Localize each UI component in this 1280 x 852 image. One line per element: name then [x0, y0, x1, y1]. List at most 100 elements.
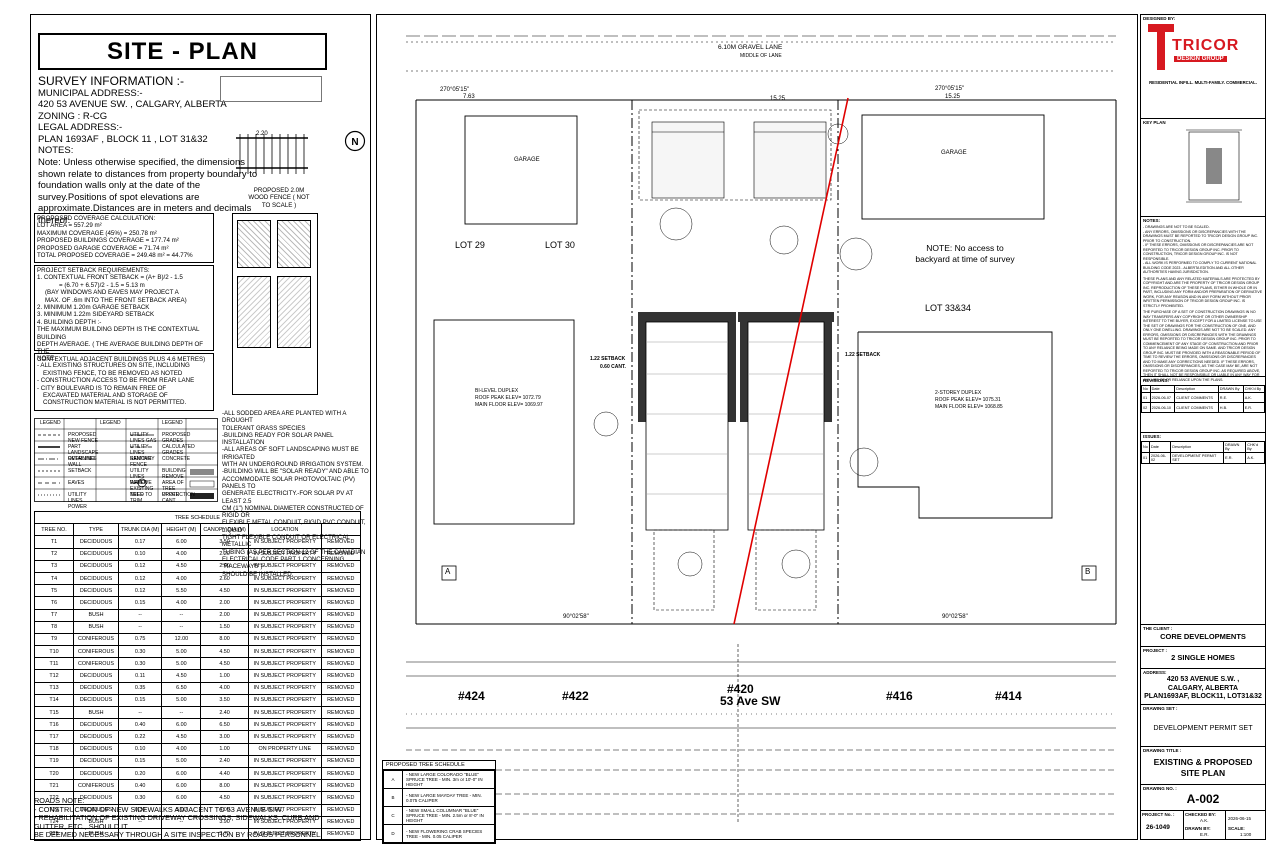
lane-sub-label: MIDDLE OF LANE	[740, 53, 782, 59]
tree-schedule-cell: 12.00	[161, 632, 202, 647]
tree-schedule-cell: IN SUBJECT PROPERTY	[247, 681, 322, 695]
bearing-top-left: 270°05'15"	[440, 87, 470, 93]
key-plan-diagram	[1186, 129, 1242, 203]
tree-schedule-cell: REMOVED	[320, 754, 361, 768]
divider	[1140, 216, 1266, 217]
roads-note-heading: ROADS NOTE:	[34, 796, 85, 805]
proposed-tree-key: A	[383, 770, 403, 789]
tree-schedule-cell: --	[161, 608, 202, 622]
tree-schedule-cell: T25	[34, 827, 74, 842]
tree-schedule-cell: IN SUBJECT PROPERTY	[247, 693, 322, 708]
tree-schedule-cell: REMOVED	[320, 827, 361, 842]
landscape-note-line: -ALL AREAS OF SOFT LANDSCAPING MUST BE I…	[222, 446, 359, 461]
drawing-number: A-002	[1186, 792, 1220, 806]
tree-schedule-cell: 1.00	[200, 742, 249, 756]
tree-schedule-cell: --	[117, 620, 163, 634]
coverage-line: MAXIMUM COVERAGE (45%) = 250.78 m²	[37, 229, 157, 237]
title-block-notes: - DRAWINGS ARE NOT TO BE SCALED. - ANY E…	[1143, 225, 1263, 382]
rev-cell: E.R.	[1242, 402, 1266, 413]
tree-schedule-cell: REMOVED	[320, 669, 361, 683]
legal-label: LEGAL ADDRESS:-	[38, 122, 123, 133]
project-label: PROJECT :	[1143, 648, 1168, 653]
tree-schedule-cell: --	[117, 608, 163, 622]
divider	[1140, 376, 1266, 377]
north-arrow-icon: N	[344, 130, 366, 152]
tree-schedule-cell: DECIDUOUS	[73, 718, 119, 732]
tree-schedule-title: TREE SCHEDULE	[34, 510, 361, 525]
tree-schedule-column-header: CANOPY DIA (M)	[200, 523, 249, 537]
tree-schedule-cell: DECIDUOUS	[73, 596, 119, 610]
note-line: EXCAVATED MATERIAL AND STORAGE OF	[43, 392, 168, 400]
setback-label-right: 1.22 SETBACK	[845, 352, 881, 358]
rev-header: DRAWN By	[1217, 385, 1244, 393]
no-access-note: NOTE: No access to backyard at time of s…	[915, 243, 1015, 264]
checked-by: A.K.	[1200, 818, 1209, 823]
tree-schedule-cell: T2	[34, 547, 74, 561]
tree-schedule-cell: 4.00	[161, 742, 202, 756]
tree-schedule-cell: IN SUBJECT PROPERTY	[247, 608, 322, 622]
tree-schedule-cell: REMOVED	[320, 608, 361, 622]
tree-schedule-cell: T16	[34, 718, 74, 732]
revisions-table: No Date Description DRAWN By CHK'd By 01…	[1141, 385, 1266, 413]
tree-schedule-cell: T8	[34, 620, 74, 634]
divider	[1140, 432, 1266, 433]
tree-schedule-cell: 4.50	[200, 584, 249, 598]
tree-schedule-cell: 0.35	[117, 681, 163, 695]
tree-schedule-cell: REMOVED	[320, 596, 361, 610]
fence-caption: PROPOSED 2.0M WOOD FENCE ( NOT TO SCALE …	[248, 187, 310, 209]
tree-schedule-cell: DECIDUOUS	[73, 547, 119, 561]
left-house-type: BI-LEVEL DUPLEX	[475, 388, 519, 394]
rev-cell: 2026-06-07	[1149, 392, 1176, 403]
address-line: 420 53 AVENUE S.W. ,	[1166, 676, 1240, 683]
legend-item: PROPOSED NEW FENCE	[68, 432, 98, 444]
dim-mid: 15.25	[770, 96, 786, 102]
legend-header: LEGEND	[162, 420, 183, 426]
rev-cell: 2026-06-10	[1149, 402, 1176, 413]
scale-value: 1:100	[1240, 832, 1252, 837]
tree-schedule-cell: REMOVED	[320, 547, 361, 561]
tree-schedule-cell: REMOVED	[320, 742, 361, 756]
revisions-label: REVISIONS:	[1143, 378, 1170, 383]
checked-by-label: CHECKED BY:	[1185, 812, 1216, 817]
tree-schedule-cell: 6.00	[161, 779, 202, 793]
setback-line: 3. MINIMUM 1.22m SIDEYARD SETBACK	[37, 311, 155, 319]
tree-schedule-cell: REMOVED	[320, 681, 361, 695]
tree-schedule-cell: T14	[34, 693, 74, 708]
address-414: #414	[995, 689, 1022, 703]
svg-text:N: N	[351, 137, 358, 148]
tree-schedule-cell: REMOVED	[320, 645, 361, 659]
legend-item: PROPOSED GRADES	[162, 432, 191, 444]
setback-line: CONTEXTUAL ADJACENT BUILDINGS PLUS 4.6 M…	[37, 355, 206, 363]
issue-header: CHK'd By	[1245, 441, 1265, 453]
dim-top-right: 15.25	[945, 94, 961, 100]
tree-schedule-cell: 2.00	[200, 608, 249, 622]
setback-line: 4. BUILDING DEPTH :-	[37, 318, 102, 326]
tree-schedule-cell: IN SUBJECT PROPERTY	[247, 827, 322, 842]
title-block-note: - ALL WORK IS PERFORMED TO COMPLY TO CUR…	[1143, 261, 1257, 274]
tree-schedule-cell: 0.15	[117, 596, 163, 610]
tree-schedule-cell: --	[161, 705, 202, 720]
tree-schedule-cell: REMOVED	[320, 657, 361, 671]
right-house-label: 2-STOREY DUPLEX ROOF PEAK ELEV= 1075.31 …	[935, 390, 1003, 411]
tree-schedule-cell: 1.00	[200, 669, 249, 683]
tree-schedule-cell: 0.10	[117, 742, 163, 756]
fence-dimension: 2.20	[256, 131, 268, 137]
logo-sub: DESIGN GROUP	[1174, 56, 1227, 62]
note-line: CONSTRUCTION MATERIAL IS NOT PERMITTED.	[43, 399, 187, 407]
drawing-title-line: EXISTING & PROPOSED	[1153, 757, 1253, 767]
bearing-bottom-right: 90°02'58"	[942, 614, 968, 620]
tree-schedule-cell: 2.00	[200, 596, 249, 610]
legend-item: REMOVE FENCE	[130, 456, 152, 468]
note-line: - ALL EXISTING STRUCTURES ON SITE, INCLU…	[37, 362, 190, 370]
tree-schedule-cell: 4.00	[161, 571, 202, 586]
divider	[1140, 704, 1266, 705]
survey-info: SURVEY INFORMATION :- MUNICIPAL ADDRESS:…	[38, 75, 238, 157]
address-420: #420	[727, 682, 754, 696]
cant-label: 0.60 CANT.	[600, 364, 626, 370]
legend-item: CONCRETE	[162, 456, 191, 462]
legend-item: UTILITY LINES SANITARY	[130, 444, 155, 462]
tree-schedule-column-header: LOCATION	[247, 523, 322, 537]
coverage-line: TOTAL PROPOSED COVERAGE = 249.48 m² = 44…	[37, 252, 193, 260]
